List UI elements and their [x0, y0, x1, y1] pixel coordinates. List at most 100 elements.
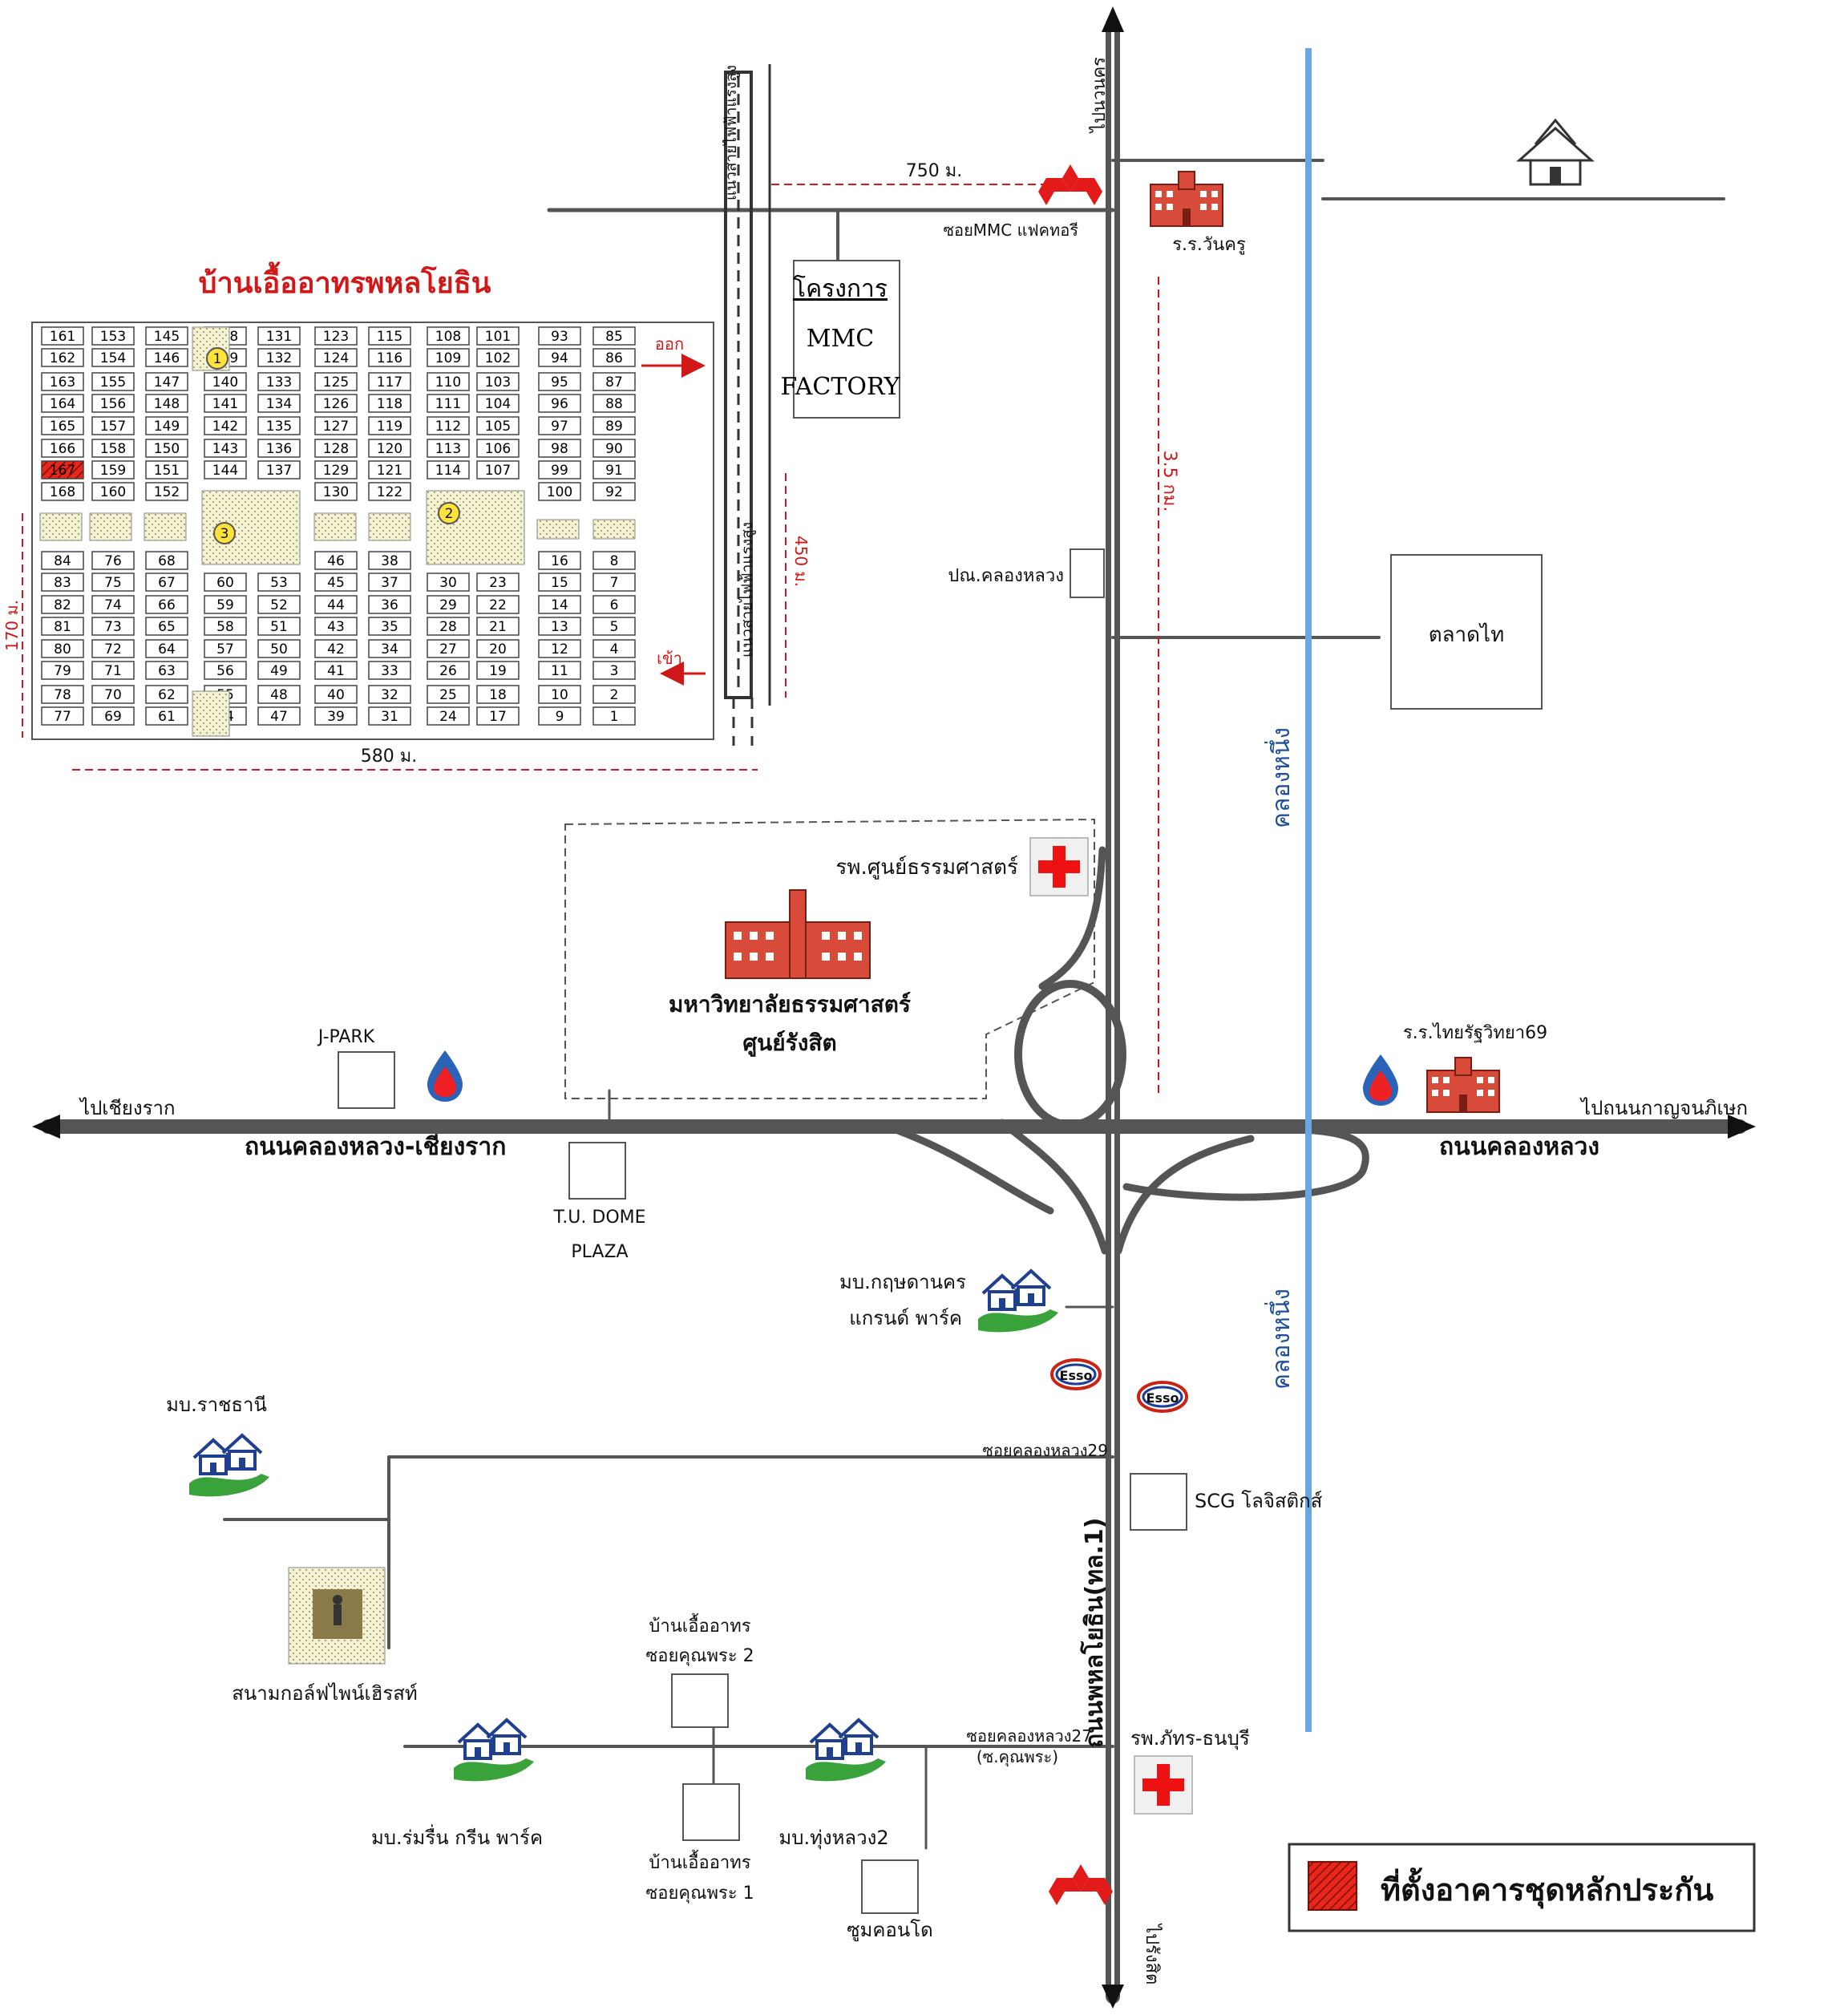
plot-number: 7 [610, 575, 619, 591]
plot-cell [314, 372, 358, 391]
plot-number: 57 [216, 641, 234, 658]
plot-cell [41, 551, 84, 570]
canal-label-upper: คลองหนึ่ง [1264, 727, 1296, 828]
svg-text:โครงการ: โครงการ [793, 274, 888, 303]
plot-number: 87 [605, 374, 623, 390]
plot-number: 99 [551, 463, 568, 479]
plot-number: 66 [158, 597, 176, 613]
plot-cell [592, 573, 636, 592]
road-network [41, 17, 1747, 2004]
plot-number: 125 [323, 374, 349, 390]
plot-cell [538, 661, 581, 680]
hospital-phat-cross-icon [1134, 1755, 1193, 1815]
plot-number: 144 [212, 463, 238, 479]
plot-cell [476, 685, 520, 704]
plot-cell [91, 551, 135, 570]
plot-number: 112 [435, 419, 461, 435]
plot-cell [257, 460, 301, 479]
tu-dome-label-2: PLAZA [571, 1242, 628, 1262]
university-building-icon [725, 889, 871, 979]
soi-27-label: ซอยคลองหลวง27 [966, 1726, 1092, 1746]
plot-cell [204, 617, 247, 636]
plot-number: 165 [50, 419, 75, 435]
height-dimension: 170 ม. [2, 600, 22, 651]
plot-cell [145, 416, 188, 435]
plot-cell [592, 394, 636, 413]
krit-label-1: มบ.กฤษดานคร [839, 1271, 966, 1293]
plot-cell [257, 706, 301, 726]
plot-cell [476, 617, 520, 636]
plot-cell [538, 595, 581, 614]
plot-cell [91, 685, 135, 704]
plot-number: 28 [439, 619, 457, 635]
plot-cell [91, 482, 135, 501]
plot-number: 71 [104, 663, 122, 679]
plot-number: 11 [551, 663, 568, 679]
ptt-station-icon [427, 1050, 463, 1102]
plot-cell [145, 439, 188, 458]
plot-cell [427, 326, 470, 346]
plot-number: 43 [327, 619, 345, 635]
plot-cell [257, 348, 301, 367]
jpark-label: J-PARK [317, 1027, 375, 1047]
highlighted-plot [41, 460, 84, 479]
plot-cell [314, 573, 358, 592]
plot-cell [427, 372, 470, 391]
hospital-phat-label: รพ.ภัทร-ธนบุรี [1130, 1727, 1250, 1750]
plot-number: 97 [551, 419, 568, 435]
plot-number: 76 [104, 553, 122, 569]
svg-text:1: 1 [213, 351, 222, 367]
plot-number: 123 [323, 329, 349, 345]
plot-cell [368, 326, 411, 346]
plot-number: 103 [485, 374, 511, 390]
plot-number: 4 [610, 641, 619, 658]
plot-cell [257, 416, 301, 435]
jpark-box [338, 1051, 395, 1109]
plot-cell [41, 639, 84, 658]
ratchathani-label: มบ.ราชธานี [166, 1394, 267, 1416]
plot-number: 92 [605, 484, 623, 500]
plot-number: 79 [54, 663, 71, 679]
plot-cell [538, 439, 581, 458]
plot-cell [427, 617, 470, 636]
plot-number: 128 [323, 441, 349, 457]
plot-number: 3 [610, 663, 619, 679]
plot-number: 72 [104, 641, 122, 658]
plot-cell [368, 685, 411, 704]
plot-cell [538, 460, 581, 479]
plot-number: 154 [100, 350, 126, 366]
tu-dome-label-1: T.U. DOME [552, 1208, 645, 1228]
plot-number: 100 [547, 484, 572, 500]
plot-cell [538, 416, 581, 435]
plot-cell [476, 394, 520, 413]
entry-label: เข้า [657, 649, 682, 668]
plot-number: 164 [50, 396, 75, 412]
plot-number: 130 [323, 484, 349, 500]
plot-cell [41, 661, 84, 680]
plot-cell [257, 372, 301, 391]
romruen-estate-icon [454, 1720, 534, 1781]
baan-kp1-label-2: ซอยคุณพระ 1 [645, 1883, 754, 1904]
to-nakhon-label: ไปนวนคร [1089, 57, 1110, 134]
plot-cell [145, 348, 188, 367]
plot-number: 42 [327, 641, 345, 658]
school-wankru-label: ร.ร.วันครู [1172, 235, 1246, 255]
mmc-factory-box: โครงการ MMC FACTORY [781, 260, 901, 419]
plot-number: 62 [158, 687, 176, 703]
talat-thai-box [1390, 554, 1543, 710]
school-building-icon [1150, 171, 1223, 227]
estate-title: บ้านเอื้ออาทรพหลโยธิน [199, 261, 491, 300]
plot-number: 96 [551, 396, 568, 412]
plot-cell [314, 482, 358, 501]
plot-cell [145, 372, 188, 391]
legend-text: ที่ตั้งอาคารชุดหลักประกัน [1381, 1867, 1713, 1909]
plot-number: 41 [327, 663, 345, 679]
plot-number: 95 [551, 374, 568, 390]
plot-number: 160 [100, 484, 126, 500]
plot-cell [145, 482, 188, 501]
distance-3-5: 3.5 กม. [1159, 451, 1179, 512]
legend-hatch-swatch [1308, 1861, 1357, 1911]
zoom-condo-box [861, 1859, 919, 1914]
plot-number: 86 [605, 350, 623, 366]
plot-number: 8 [610, 553, 619, 569]
